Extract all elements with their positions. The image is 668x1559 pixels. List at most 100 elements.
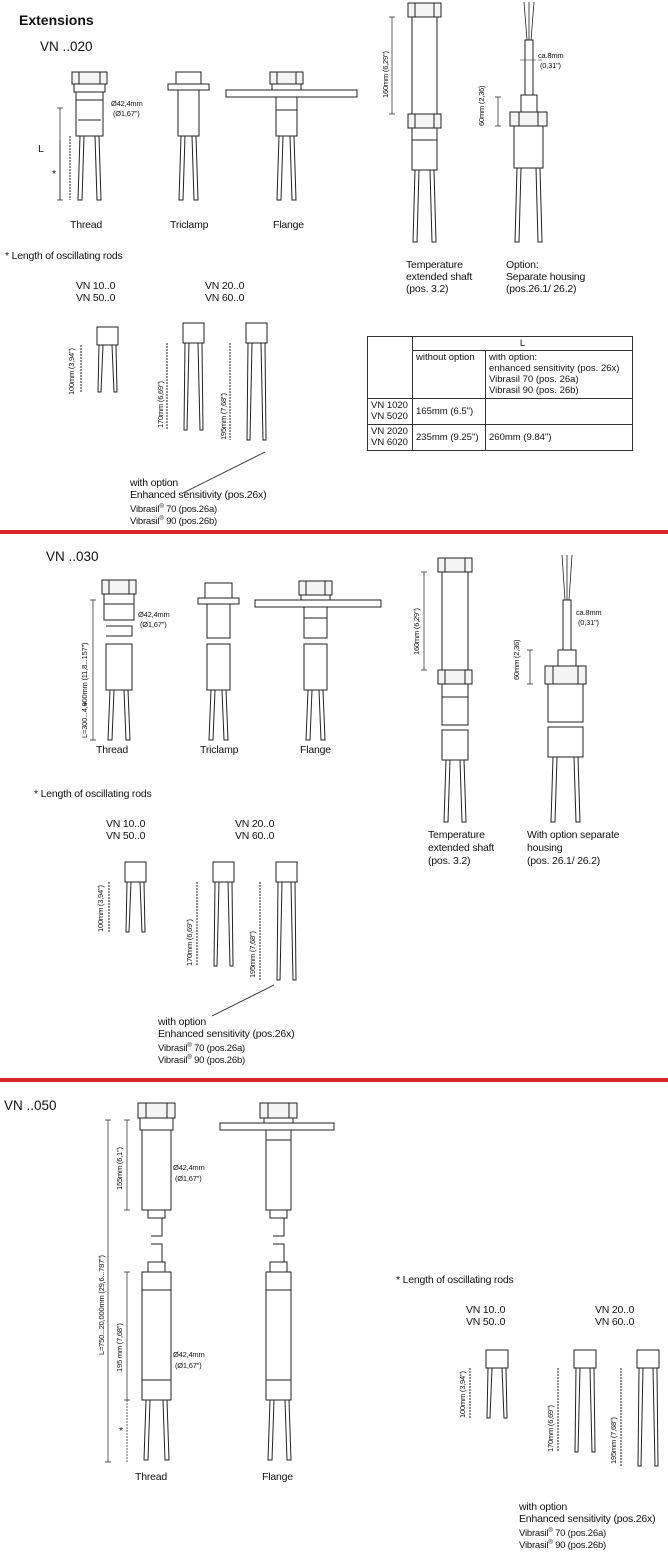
vn020-cable-top: ca.8mm [538,51,564,60]
vn020-heading: VN ..020 [40,39,93,54]
vn030-rods-drawing [108,861,298,1017]
vn020-temp-3: (pos. 3.2) [406,283,449,295]
vn030-triclamp-drawing [197,582,240,741]
vn030-heading: VN ..030 [46,549,99,564]
vn030-d195: 195mm (7,68") [248,931,257,978]
vn050-thread-drawing [105,1102,176,1463]
vn050-opt-2: Enhanced sensitivity (pos.26x) [519,1513,656,1525]
vn020-housing-dim: 60mm (2,36) [477,85,486,126]
vn020-temperature-shaft-drawing [389,2,442,243]
vn030-thread-label: Thread [96,744,129,756]
vn050-flange-label: Flange [262,1471,293,1483]
vn030-cable-top: ca.8mm [576,608,602,617]
vn020-d100: 100mm (3,94") [67,348,76,395]
vn050-flange-drawing [219,1102,335,1461]
vn030-opt-4: Vibrasil® 90 (pos.26b) [158,1055,246,1067]
vn020-flange-label: Flange [273,219,304,231]
vn050-rods-drawing [469,1349,660,1467]
vn050-g2-a: VN 20..0 [595,1304,635,1316]
vn050-dia-top-1: Ø42,4mm [173,1163,205,1172]
vn050-opt-1: with option [519,1501,567,1513]
vn050-d195: 195mm (7,68") [609,1417,618,1464]
vn020-separate-housing-drawing [495,1,548,243]
vn020-g2-b: VN 60..0 [205,292,245,304]
vn030-d100: 100mm (3,94") [96,885,105,932]
vn030-thread-drawing [90,579,137,741]
vn020-dia-top: Ø42,4mm [111,99,143,108]
vn030-opt-1: with option [158,1016,206,1028]
vn020-triclamp-drawing [167,71,210,201]
vn020-option-1: Option: [506,259,539,271]
vn020-g1-a: VN 10..0 [76,280,116,292]
vn030-star: * [83,700,87,712]
vn020-rods-drawing [80,322,268,494]
table-L-header: L [412,336,633,351]
vn050-dia-top-2: Ø42,4mm [173,1350,205,1359]
vn030-d170: 170mm (6,69") [185,919,194,966]
vn030-g1-a: VN 10..0 [106,818,146,830]
vn020-cable-bot: (0,31") [540,61,561,70]
page-title: Extensions [19,12,94,28]
vn050-dia-bot-2: (Ø1,67") [175,1361,202,1370]
vn050-g1-a: VN 10..0 [466,1304,506,1316]
vn030-rods-title: * Length of oscillating rods [34,788,152,800]
vn020-d170: 170mm (6,69") [156,381,165,428]
vn030-temperature-shaft-drawing [421,557,473,823]
vn030-option-3: (pos. 26.1/ 26.2) [527,855,601,867]
vn050-d170: 170mm (6,69") [546,1405,555,1452]
vn020-opt-1: with option [130,477,178,489]
vn030-option-2: housing [527,842,563,854]
vn020-triclamp-label: Triclamp [170,219,209,231]
vn020-length-table: L without option with option: enhanced s… [367,336,633,451]
vn050-dia-bot-1: (Ø1,67") [175,1174,202,1183]
vn050-d100: 100mm (3,94") [458,1371,467,1418]
vn020-g2-a: VN 20..0 [205,280,245,292]
vn030-housing-dim: 60mm (2,36) [512,639,521,680]
vn030-temp-2: extended shaft [428,842,495,854]
vn050-thread-label: Thread [135,1471,168,1483]
vn030-shaft-dim: 160mm (6,29") [412,608,421,655]
vn030-g2-a: VN 20..0 [235,818,275,830]
vn030-L-label: L=300...4,000mm (11,8...157") [80,642,89,738]
vn030-separate-housing-drawing [527,554,587,823]
vn050-opt-4: Vibrasil® 90 (pos.26b) [519,1540,607,1552]
vn050-g2-b: VN 60..0 [595,1316,635,1328]
vn050-rods-title: * Length of oscillating rods [396,1274,514,1286]
vn020-thread-label: Thread [70,219,103,231]
vn020-d195: 195mm (7,68") [219,393,228,440]
vn030-temp-3: (pos. 3.2) [428,855,471,867]
vn020-star: * [52,168,56,180]
vn020-option-3: (pos.26.1/ 26.2) [506,283,577,295]
table-with-header: with option: enhanced sensitivity (pos. … [485,350,633,399]
vn020-L-label: L [38,143,44,155]
vn020-temp-1: Temperature [406,259,463,271]
vn020-g1-b: VN 50..0 [76,292,116,304]
section-divider-1 [0,530,668,534]
vn050-d195m: 195 mm (7,68") [115,1323,124,1372]
vn020-temp-2: extended shaft [406,271,473,283]
vn020-dia-bot: (Ø1,67") [113,109,140,118]
vn030-triclamp-label: Triclamp [200,744,239,756]
vn020-opt-2: Enhanced sensitivity (pos.26x) [130,489,267,501]
table-without-header: without option [412,350,486,399]
vn020-thread-drawing [57,71,108,201]
vn030-option-1: With option separate [527,829,620,841]
vn030-dia-top: Ø42,4mm [138,610,170,619]
vn020-opt-3: Vibrasil® 70 (pos.26a) [130,504,218,516]
vn020-flange-drawing [225,71,358,201]
vn030-dia-bot: (Ø1,67") [140,620,167,629]
vn050-L-label: L=750...20,000mm (29,6...787") [97,1255,106,1355]
vn050-opt-3: Vibrasil® 70 (pos.26a) [519,1528,607,1540]
vn030-opt-3: Vibrasil® 70 (pos.26a) [158,1043,246,1055]
vn030-flange-label: Flange [300,744,331,756]
vn050-heading: VN ..050 [4,1098,57,1113]
section-divider-2 [0,1078,668,1082]
vn030-opt-2: Enhanced sensitivity (pos.26x) [158,1028,295,1040]
vn030-g2-b: VN 60..0 [235,830,275,842]
vn050-g1-b: VN 50..0 [466,1316,506,1328]
vn020-opt-4: Vibrasil® 90 (pos.26b) [130,516,218,528]
vn030-cable-bot: (0,31") [578,618,599,627]
